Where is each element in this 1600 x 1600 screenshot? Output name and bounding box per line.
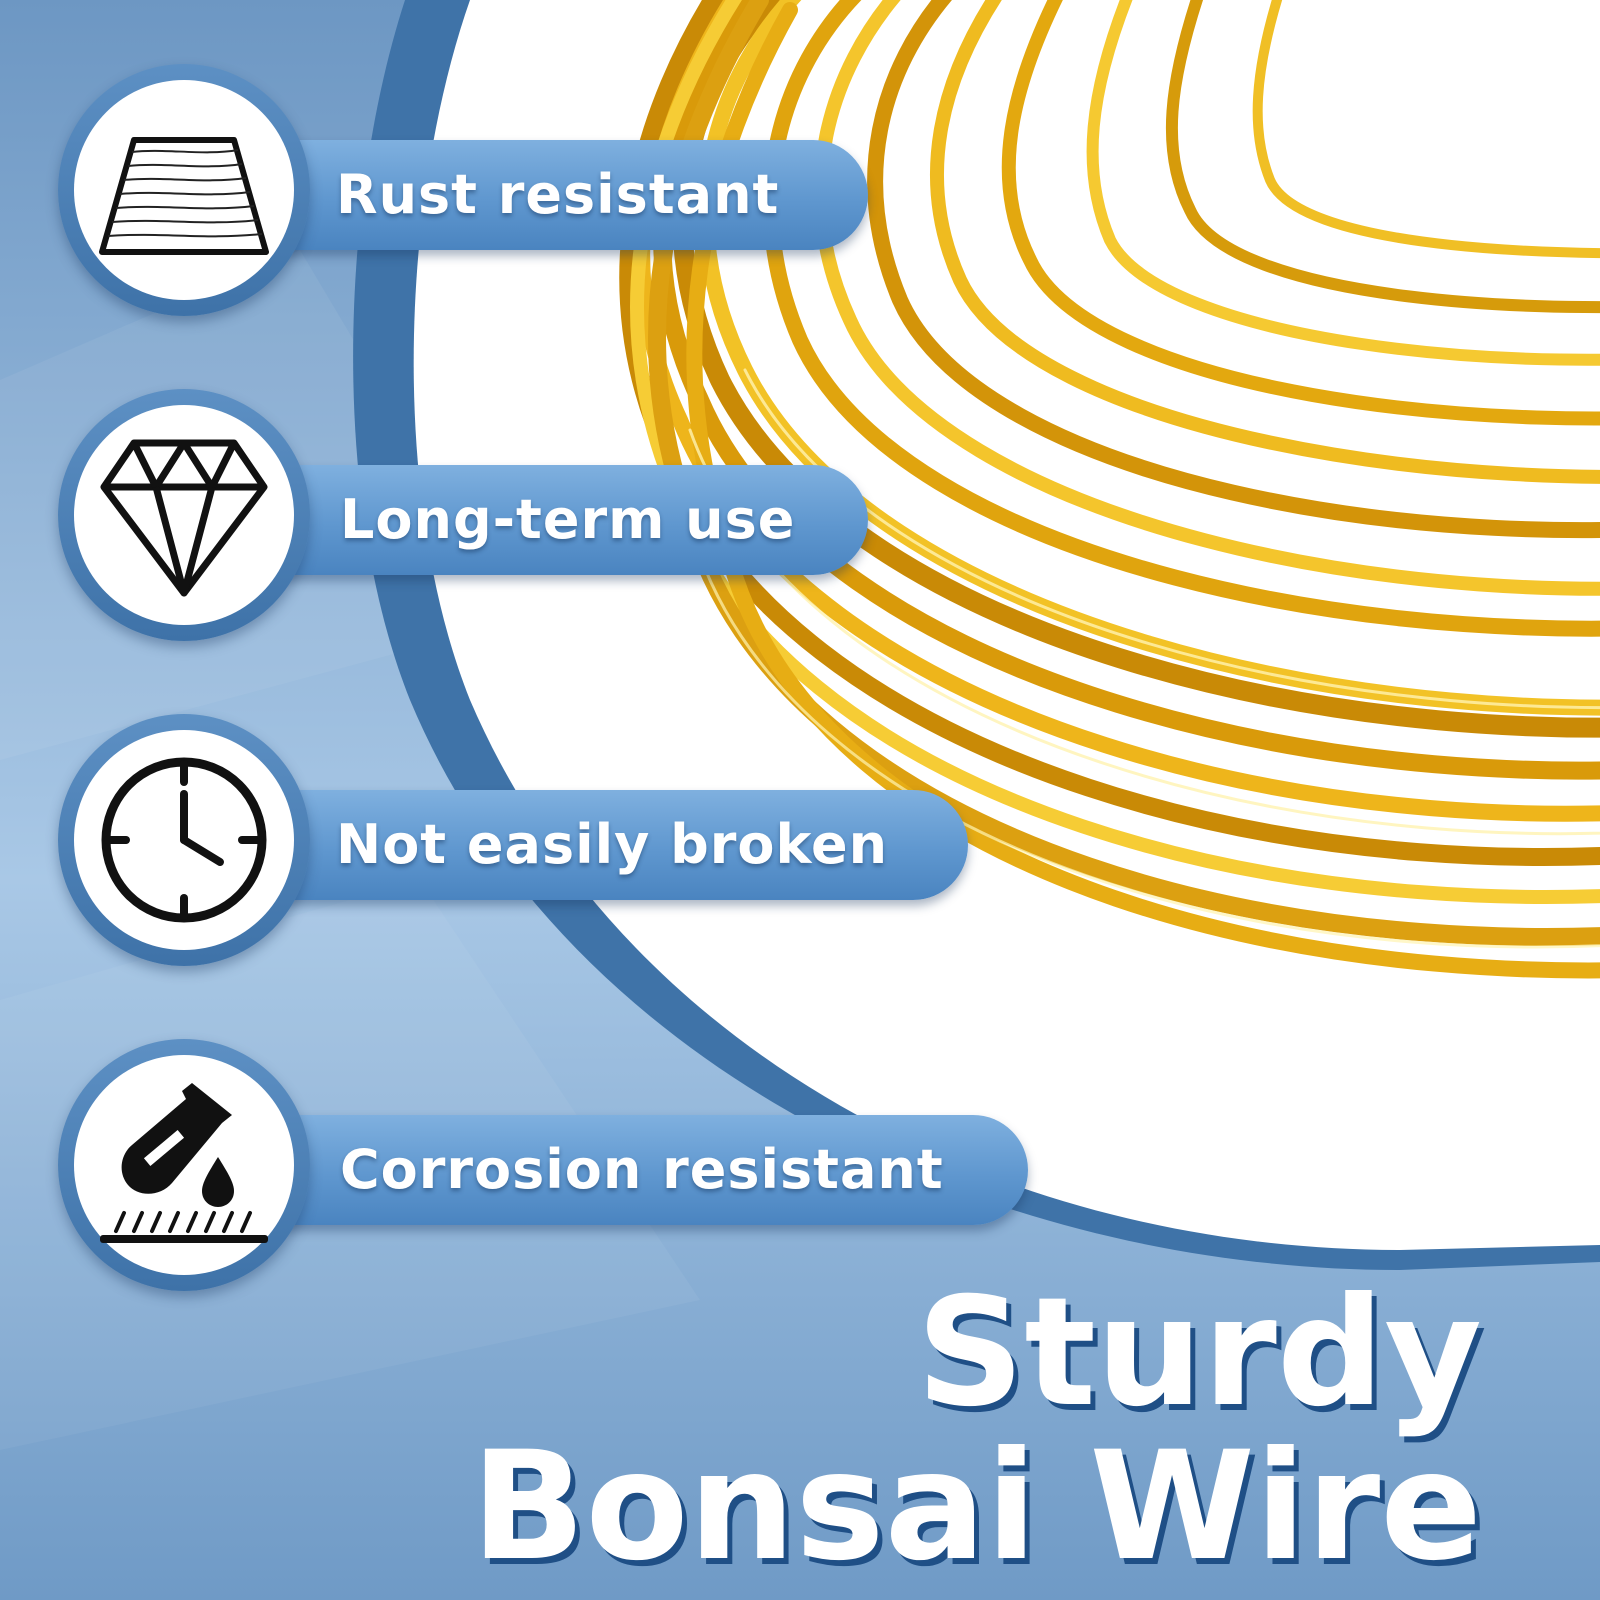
feature-not-easily-broken: Not easily broken <box>0 712 1600 972</box>
wire-coil-icon <box>99 137 269 255</box>
clock-icon <box>101 757 267 923</box>
feature-pill: Corrosion resistant <box>240 1115 1028 1225</box>
feature-rust-resistant: Rust resistant <box>0 62 1600 322</box>
headline-line-2: Bonsai Wire <box>471 1420 1482 1594</box>
feature-label: Not easily broken <box>336 813 889 876</box>
feature-icon-disc <box>74 730 294 950</box>
feature-corrosion-resistant: Corrosion resistant <box>0 1037 1600 1297</box>
feature-long-term-use: Long-term use <box>0 387 1600 647</box>
feature-icon-disc <box>74 405 294 625</box>
feature-icon-disc <box>74 80 294 300</box>
feature-icon-disc <box>74 1055 294 1275</box>
feature-label: Rust resistant <box>336 163 780 226</box>
feature-icon-ring <box>58 64 310 316</box>
diamond-icon <box>100 439 268 597</box>
test-tube-drip-icon <box>100 1083 268 1243</box>
feature-icon-ring <box>58 714 310 966</box>
feature-label: Long-term use <box>340 488 796 551</box>
feature-pill: Not easily broken <box>240 790 968 900</box>
feature-label: Corrosion resistant <box>340 1138 944 1201</box>
feature-pill: Rust resistant <box>240 140 868 250</box>
feature-icon-ring <box>58 1039 310 1291</box>
feature-pill: Long-term use <box>240 465 868 575</box>
feature-icon-ring <box>58 389 310 641</box>
headline-line-1: Sturdy <box>916 1266 1482 1440</box>
